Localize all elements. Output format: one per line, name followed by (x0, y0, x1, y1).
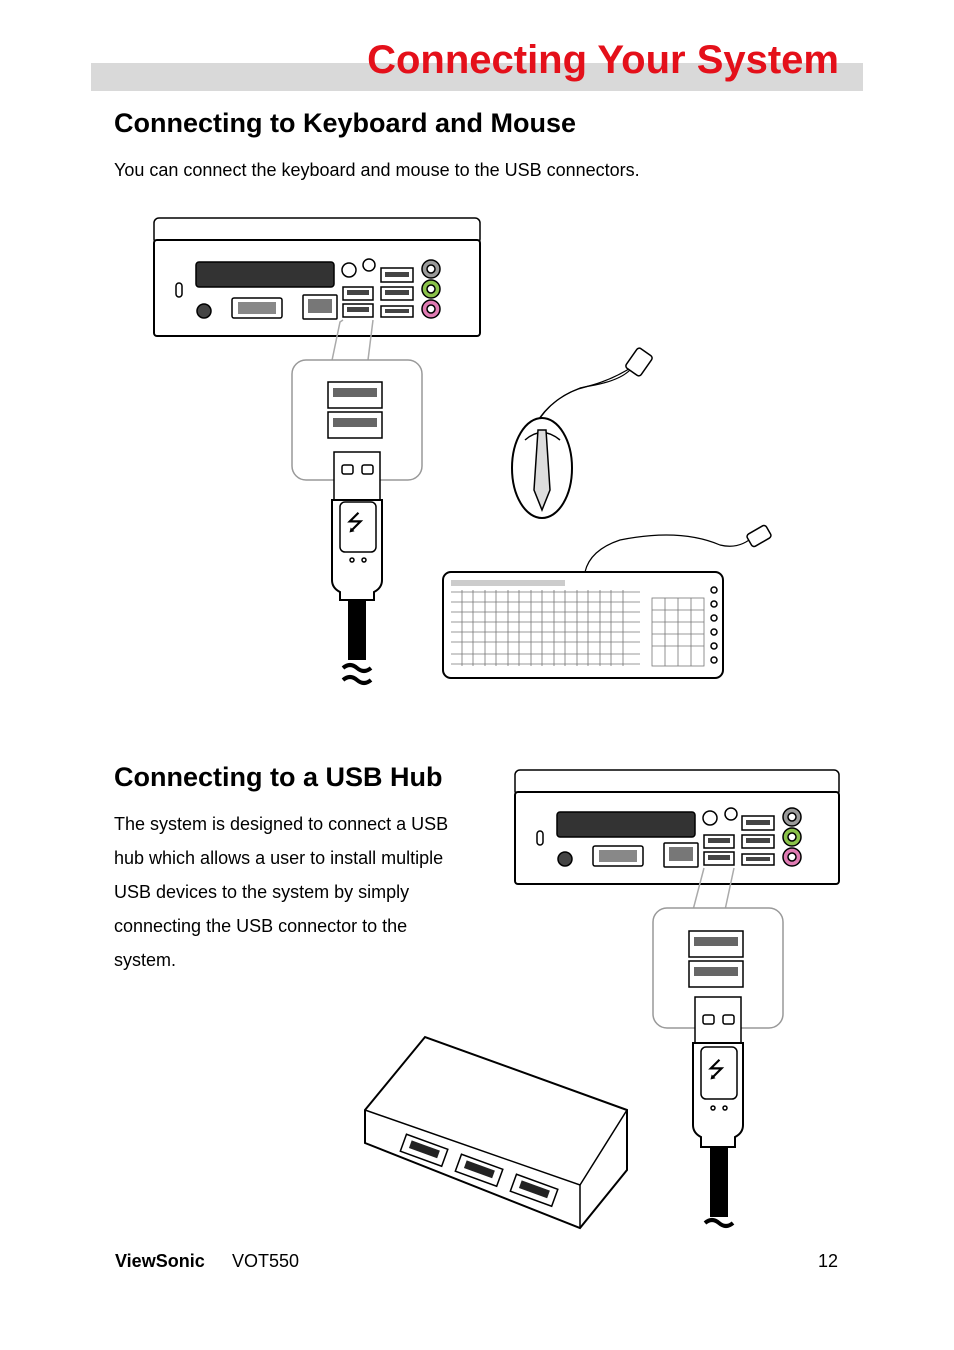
body-line: USB devices to the system by simply (114, 882, 410, 902)
body-line: hub which allows a user to install multi… (114, 848, 444, 868)
usb-hub-connection-illustration: ⭍ (364, 769, 840, 1230)
footer-brand: ViewSonic (115, 1251, 205, 1271)
section-body-usb-hub: The system is designed to connect a USB … (114, 807, 448, 977)
usb-hub-illustration (364, 1035, 628, 1230)
page-number: 12 (817, 1251, 838, 1271)
mouse-illustration (511, 347, 653, 519)
section-heading-usb-hub: Connecting to a USB Hub (114, 762, 443, 792)
svg-text:⭍: ⭍ (346, 511, 364, 536)
keyboard-mouse-connection-illustration: ⭍ (153, 217, 772, 685)
section-body-keyboard-mouse: You can connect the keyboard and mouse t… (114, 160, 640, 180)
pc-back-panel-illustration (514, 769, 840, 885)
page-title: Connecting Your System (367, 38, 839, 82)
footer-model: VOT550 (232, 1251, 300, 1271)
section-heading-keyboard-mouse: Connecting to Keyboard and Mouse (114, 108, 577, 138)
svg-text:⭍: ⭍ (707, 1058, 725, 1083)
body-line: The system is designed to connect a USB (114, 814, 449, 834)
body-line: system. (114, 950, 177, 970)
body-line: connecting the USB connector to the (114, 916, 408, 936)
pc-back-panel-illustration (153, 217, 481, 337)
keyboard-illustration (442, 524, 772, 679)
title-band (91, 63, 863, 91)
